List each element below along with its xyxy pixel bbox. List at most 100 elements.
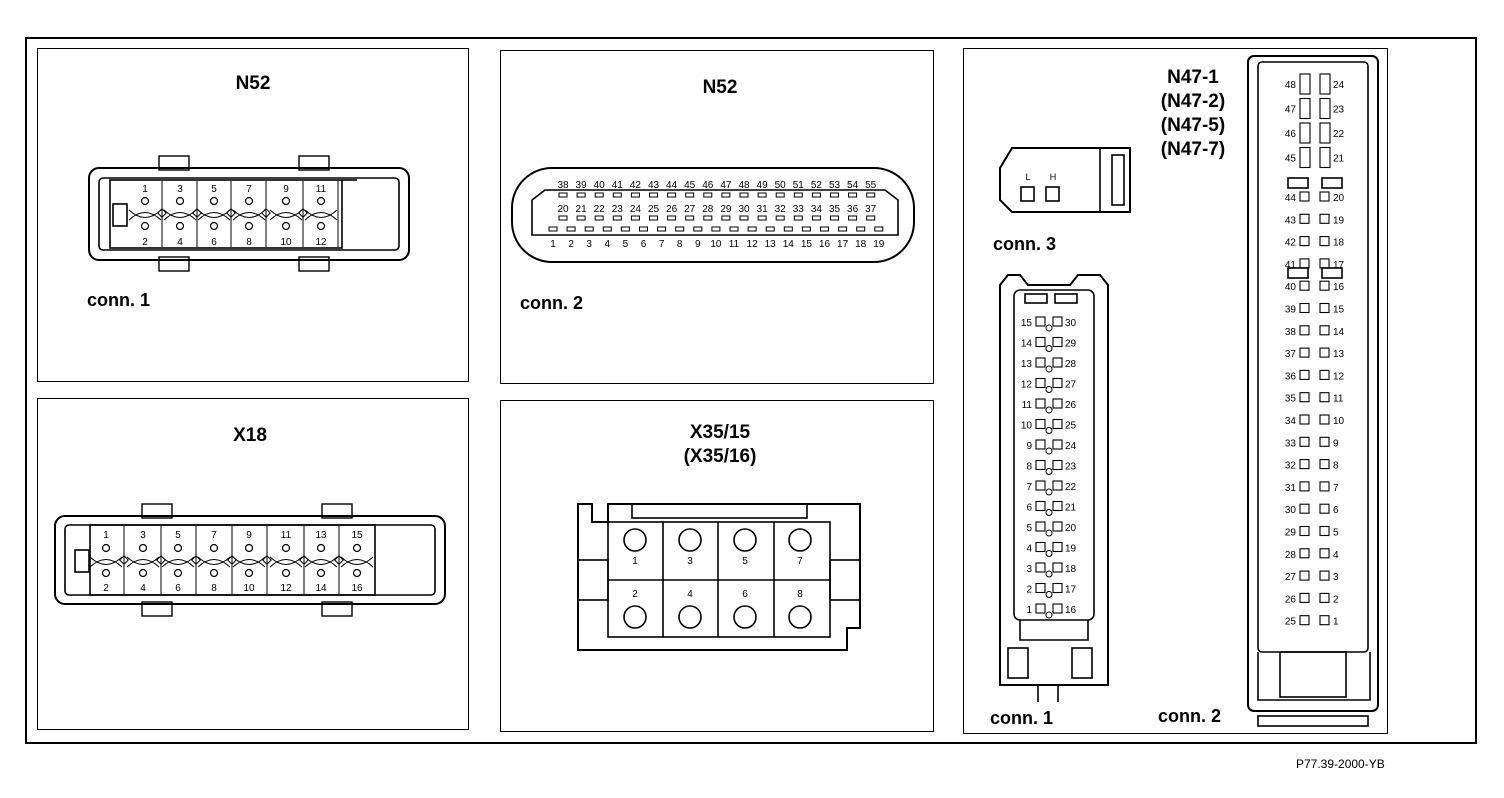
- pin-label-bottom: 8: [797, 589, 803, 600]
- conn2-key: [1287, 177, 1309, 189]
- conn1-pin: [1052, 582, 1063, 594]
- conn1-pin-label-right: 21: [1065, 503, 1077, 514]
- conn2-pin-label-right: 9: [1333, 438, 1339, 449]
- conn1-pin: [1035, 562, 1046, 573]
- pin-hole: [316, 543, 326, 553]
- pin-slot: [558, 192, 568, 198]
- conn2-base: [1257, 715, 1369, 727]
- panel-n52-conn1: [37, 48, 469, 382]
- conn2-pin: [1299, 548, 1310, 559]
- conn2-pin-label-right: 15: [1333, 305, 1345, 316]
- connector-housing: [88, 167, 410, 261]
- cell-arc: [304, 559, 338, 568]
- panel-n47: [963, 48, 1388, 734]
- pin-label-row2: 22: [594, 204, 606, 215]
- pin-hole: [281, 543, 291, 553]
- conn2-pin-tall: [1319, 97, 1331, 120]
- pin-slot: [721, 215, 731, 221]
- conn2-pin-label-right: 14: [1333, 327, 1345, 338]
- conn1-pin: [1052, 541, 1063, 553]
- conn1-link: [1045, 611, 1053, 619]
- conn2-pin-label-right: 5: [1333, 528, 1339, 539]
- conn2-pin: [1319, 414, 1330, 425]
- conn3-pin: [1045, 186, 1060, 202]
- pin-slot: [693, 226, 703, 232]
- conn2-pin-label-left: 28: [1285, 550, 1297, 561]
- cell-arc: [232, 556, 266, 565]
- pin-label-row3: 18: [855, 239, 867, 250]
- conn1-pin-label-left: 12: [1021, 380, 1033, 391]
- pin-slot: [703, 192, 713, 198]
- conn1-pin: [1035, 398, 1046, 409]
- pin-label-top: 1: [103, 530, 109, 541]
- pin-label-row3: 3: [586, 239, 592, 250]
- conn2-pin: [1299, 392, 1310, 403]
- n52-conn2-title: N52: [702, 77, 738, 98]
- conn2-pin-label-left: 48: [1285, 80, 1297, 91]
- n52-conn2-label: conn. 2: [520, 293, 584, 313]
- latch-tab: [141, 601, 173, 617]
- pin-slot: [639, 226, 648, 232]
- conn2-pin: [1299, 570, 1310, 581]
- conn1-pin-label-left: 9: [1026, 441, 1032, 452]
- pin-slot: [685, 215, 695, 221]
- conn1-pin-label-left: 15: [1021, 318, 1033, 329]
- conn1-pin-label-right: 20: [1065, 523, 1077, 534]
- pin-slot: [811, 215, 821, 221]
- pin-label-bottom: 10: [280, 237, 292, 248]
- pin-slot: [576, 192, 586, 198]
- conn2-pin-label-right: 18: [1333, 238, 1345, 249]
- pin-label-top: 7: [211, 530, 217, 541]
- n52-conn1-label: conn. 1: [87, 290, 151, 310]
- diamond-key: [191, 555, 201, 565]
- pin-label-row3: 7: [659, 239, 665, 250]
- conn2-pin-label-right: 19: [1333, 215, 1345, 226]
- conn1-link: [1045, 488, 1053, 496]
- pin-label-top: 7: [246, 184, 252, 195]
- conn2-pin-label-right: 11: [1333, 394, 1344, 405]
- conn1-pin-label-right: 25: [1065, 421, 1077, 432]
- pin-label-row1: 50: [775, 180, 787, 191]
- conn1-pin: [1035, 439, 1046, 450]
- pin-hole: [244, 568, 254, 578]
- conn2-key: [1321, 267, 1343, 279]
- pin-hole: [140, 196, 150, 206]
- conn1-link: [1045, 324, 1053, 332]
- conn2-pin-label-left: 39: [1285, 305, 1297, 316]
- pin-label-bottom: 10: [243, 583, 255, 594]
- pin-slot: [820, 226, 829, 232]
- conn1-pin: [1035, 582, 1046, 594]
- pin-label-row3: 19: [873, 239, 885, 250]
- pin-hole: [678, 605, 702, 629]
- pin-label-top: 3: [687, 556, 693, 567]
- n47-conn1-label: conn. 1: [990, 708, 1054, 728]
- conn1-pin: [1052, 562, 1063, 573]
- pin-label-top: 5: [175, 530, 181, 541]
- pin-slot: [757, 215, 767, 221]
- pin-label-row3: 4: [605, 239, 611, 250]
- conn2-pin-label-left: 25: [1285, 617, 1297, 628]
- conn2-pin: [1299, 369, 1310, 380]
- diamond-key: [119, 555, 129, 565]
- x35-title-line2: (X35/16): [683, 446, 757, 467]
- conn2-housing: [1247, 55, 1379, 712]
- pin-label-row1: 42: [630, 180, 642, 191]
- conn2-pin: [1299, 302, 1310, 314]
- conn1-link: [1045, 365, 1053, 373]
- pin-label-row2: 30: [738, 204, 750, 215]
- conn1-pin: [1052, 398, 1063, 409]
- pin-field: [109, 179, 343, 249]
- pin-hole: [623, 605, 647, 629]
- conn1-pin-label-left: 11: [1022, 400, 1033, 411]
- pin-slot: [775, 192, 785, 198]
- conn1-link: [1045, 591, 1053, 598]
- pin-label-row2: 27: [684, 204, 696, 215]
- conn1-pin-label-right: 23: [1065, 462, 1077, 473]
- n47-title-line3: (N47-5): [1160, 115, 1226, 136]
- conn2-pin: [1319, 548, 1330, 559]
- pin-label-row1: 53: [829, 180, 841, 191]
- conn1-link: [1045, 386, 1053, 393]
- pin-label-bottom: 4: [177, 237, 183, 248]
- pin-slot: [649, 215, 658, 221]
- conn2-pin-label-left: 26: [1285, 594, 1297, 605]
